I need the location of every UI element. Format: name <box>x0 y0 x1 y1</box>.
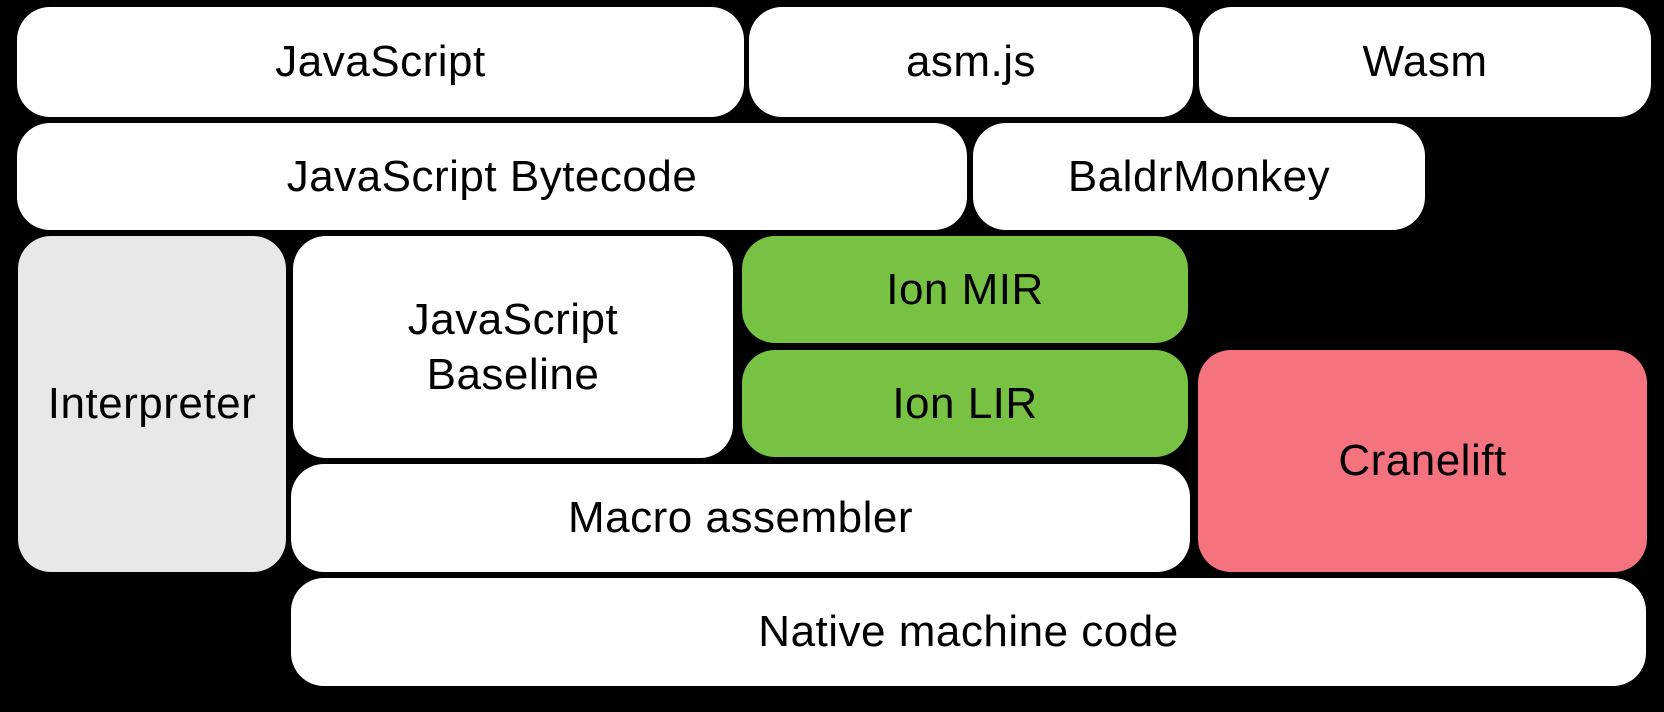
node-native-machine-code: Native machine code <box>291 578 1646 686</box>
asm-js-label: asm.js <box>905 37 1037 87</box>
ion-mir-label: Ion MIR <box>886 264 1044 314</box>
node-javascript-bytecode: JavaScript Bytecode <box>17 123 967 230</box>
node-javascript: JavaScript <box>17 7 744 117</box>
javascript-label: JavaScript <box>275 37 486 87</box>
node-baldrmonkey: BaldrMonkey <box>973 123 1425 230</box>
wasm-label: Wasm <box>1362 37 1488 87</box>
ion-lir-label: Ion LIR <box>892 378 1038 428</box>
node-asm-js: asm.js <box>749 7 1193 117</box>
node-ion-lir: Ion LIR <box>742 350 1188 457</box>
baldrmonkey-label: BaldrMonkey <box>1067 151 1331 201</box>
node-cranelift: Cranelift <box>1198 350 1647 572</box>
cranelift-label: Cranelift <box>1338 436 1507 486</box>
javascript-baseline-label: JavaScript Baseline <box>407 294 619 399</box>
node-javascript-baseline: JavaScript Baseline <box>293 236 733 458</box>
node-macro-assembler: Macro assembler <box>291 464 1190 572</box>
javascript-bytecode-label: JavaScript Bytecode <box>286 151 698 201</box>
macro-assembler-label: Macro assembler <box>568 493 913 543</box>
node-wasm: Wasm <box>1199 7 1651 117</box>
native-machine-code-label: Native machine code <box>758 607 1179 657</box>
interpreter-label: Interpreter <box>47 379 257 429</box>
node-interpreter: Interpreter <box>18 236 286 572</box>
node-ion-mir: Ion MIR <box>742 236 1188 343</box>
